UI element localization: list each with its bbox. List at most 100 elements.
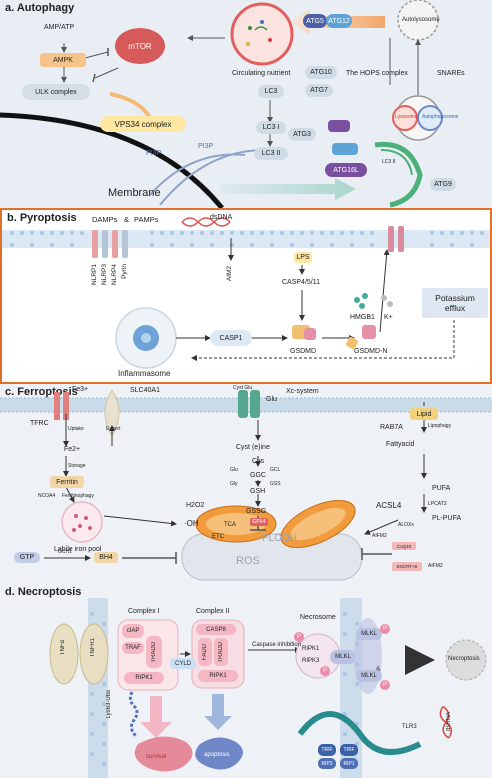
atg-complex-shape [328, 120, 350, 132]
alox-label: ALOXs [398, 522, 414, 528]
complex-ii-label: Complex II [196, 608, 230, 615]
survival-blob [134, 736, 193, 772]
aifm2-label: AIFM2 [372, 533, 387, 539]
atg10-box: ATG10 [305, 66, 337, 79]
receptor-nlrp1: NLRP1 [91, 264, 98, 285]
apoptosis-arrow [204, 694, 232, 730]
snares-label: SNAREs [437, 70, 465, 77]
dsdna-label: dsDNA [210, 214, 233, 221]
ripk3-label: RIPK3 [302, 658, 320, 664]
tradd-box: TRADD [146, 636, 162, 668]
necroptotic-cell [445, 639, 487, 681]
rip3-box: RIP3 [318, 758, 336, 769]
bh4-box: BH4 [94, 552, 118, 563]
tnfa-label: TNFα [60, 640, 66, 656]
receptor-nlrp3: NLRP3 [101, 264, 108, 285]
lc3-box: LC3 [258, 85, 284, 98]
ggc-label: GGC [250, 472, 266, 479]
ampk-box: AMPK [40, 53, 86, 67]
phagophore [374, 141, 423, 208]
cyld-box: CYLD [170, 658, 196, 669]
necroptosis-label: Necroptosis [448, 656, 480, 662]
gss-label: GSS [270, 481, 281, 487]
phospho-1: P [294, 632, 304, 642]
lysosome-circle [230, 2, 294, 66]
lipophagy-label: Lipophagy [428, 423, 452, 429]
hops-complex-label: The HOPS complex [346, 70, 408, 77]
atg3-box: ATG3 [288, 128, 316, 141]
atg16l-box: ATG16L [325, 163, 367, 177]
caspase-inhibition-label: Caspase inhibition [252, 642, 302, 648]
ncoa4-label: NCOA4 [38, 493, 56, 499]
export-label: Export [106, 426, 121, 432]
labile-iron-label: Labile iron pool [54, 546, 102, 553]
pyroptosis-panel: b. Pyroptosis [0, 208, 492, 384]
tfrc-label: TFRC [30, 420, 49, 427]
inflammasome-label: Inflammasome [118, 369, 171, 378]
rip1-box: RIP1 [340, 758, 358, 769]
acsl4-label: ACSL4 [376, 501, 402, 510]
lpcat3-label: LPCAT3 [428, 501, 447, 507]
ferroptosis-panel: c. Ferroptosis [0, 384, 492, 584]
necroptosis-panel: d. Necroptosis [0, 584, 492, 778]
plooh-label: PLOOH [262, 533, 298, 544]
cys-label: Cys [252, 458, 265, 465]
autophagy-graphics [0, 0, 443, 208]
pl-pufa-label: PL-PUFA [432, 515, 462, 522]
gssg-label: GSSG [246, 508, 267, 515]
gsdmd-label: GSDMD [290, 348, 317, 355]
coq10-box: CoQ10 [392, 542, 416, 550]
apoptosis-label: apoptosis [204, 752, 230, 758]
lysosome-label: Lysosome [395, 114, 418, 120]
pi3p-label-1: PI3P [146, 150, 162, 157]
pamps-label: PAMPs [134, 215, 159, 224]
gsh-label: GSH [250, 488, 266, 495]
storage-label: Storage [68, 463, 86, 469]
autolysosome-label: Autolysosome [402, 17, 440, 23]
casp4511-label: CASP4/5/11 [282, 279, 321, 286]
necrosome-label: Necrosome [300, 614, 336, 621]
aifm2-b-label: AIFM2 [428, 563, 443, 569]
receptor-nlrp4: NLRP4 [111, 264, 118, 285]
fadd-box: FADD [198, 638, 212, 666]
ripk1-box: RIPK1 [124, 672, 164, 684]
casp1-box: CASP1 [210, 330, 252, 346]
potassium-efflux-box: Potassium efflux [422, 288, 488, 318]
atg7-box: ATG7 [305, 84, 333, 97]
rab7a-label: RAB7A [380, 424, 403, 431]
gpx4-box: GPX4 [250, 518, 268, 526]
gch1-label: GCH1 [58, 549, 72, 555]
ulk-to-vps34-arrow [109, 92, 152, 120]
autophagy-panel: a. Autophagy [0, 0, 492, 208]
labile-iron-pool [61, 501, 103, 543]
escrt-box: ESCRT-III [392, 562, 422, 571]
fadd-label: FADD [202, 643, 208, 660]
lc3-i-box: LC3 I [256, 121, 286, 134]
tradd2-box: TRADD [214, 638, 228, 666]
pufa-label: PUFA [432, 485, 451, 492]
lps-box: LPS [294, 252, 312, 263]
cyst-glu-label: Cyst Glu [233, 385, 253, 391]
phospho-2: P [320, 666, 330, 676]
tnfr1-label: TNFR1 [90, 638, 96, 658]
ripk1-2-box: RIPK1 [198, 670, 238, 682]
complex-i-label: Complex I [128, 608, 160, 615]
tca-label-left: TCA [224, 522, 236, 528]
gly-label: Gly [230, 481, 238, 487]
tlr3-receptor [297, 711, 422, 755]
lc3-ii-membrane-label: LC3 II [382, 159, 396, 165]
survival-label: survival [146, 754, 167, 760]
ferroptosis-graphics [0, 389, 492, 581]
vps34-complex-box: VPS34 complex [100, 116, 186, 132]
kplus-label: K+ [384, 314, 393, 321]
gsdmd-n-label: GSDMD-N [354, 348, 388, 355]
pi3p-arc-2 [159, 149, 266, 206]
lys63-label: Lys63-Ubs [106, 690, 112, 719]
gcl-label: GCL [270, 467, 281, 473]
xc-system-label: Xc-system [286, 388, 319, 395]
ciap-box: cIAP [122, 624, 144, 638]
mtor-cluster: mTOR [115, 28, 165, 64]
aim2-label: AIM2 [226, 266, 233, 282]
mtor-label: mTOR [128, 41, 152, 51]
phospho-4: P [380, 680, 390, 690]
